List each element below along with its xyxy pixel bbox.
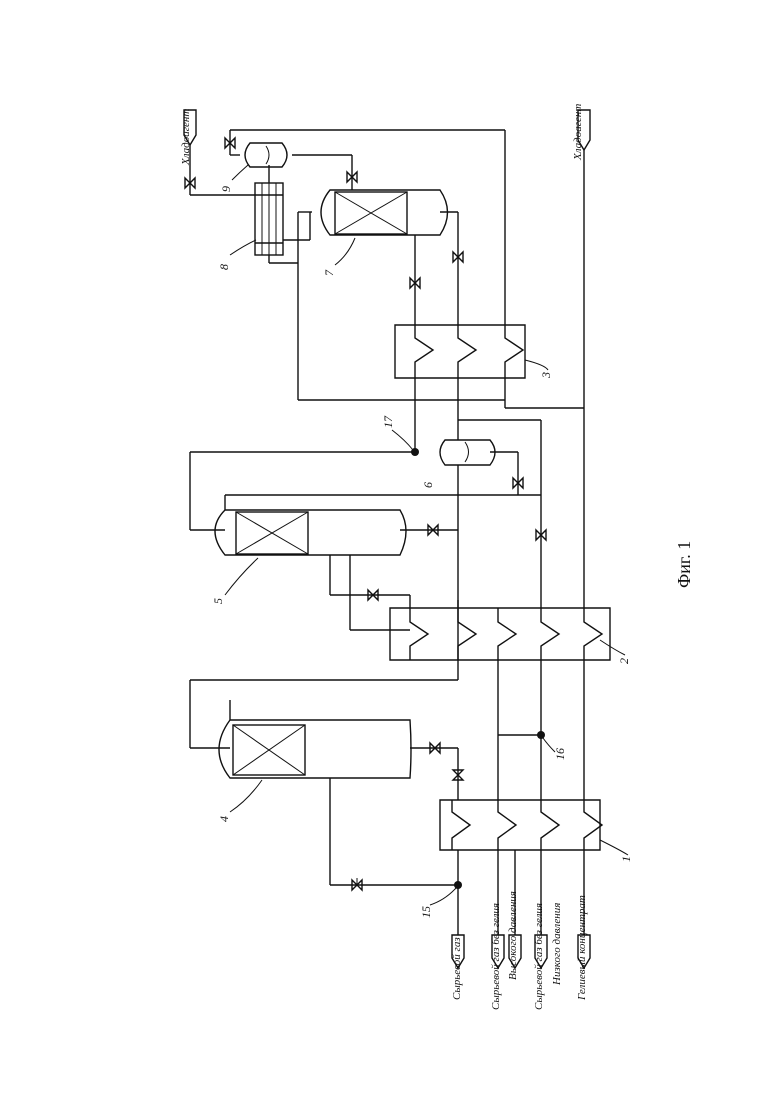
label-16: 16 (553, 748, 567, 760)
valve-icon (352, 878, 362, 890)
node-16 (537, 731, 545, 739)
label-raw-gas-no-helium-2: Сырьевой газ без гелия (533, 903, 545, 1010)
separator-9 (230, 130, 505, 325)
label-3: 3 (539, 372, 553, 379)
label-raw-gas-in: Сырьевой газ (451, 937, 463, 1000)
leader-lines (225, 165, 628, 905)
column-4 (190, 600, 458, 885)
label-raw-gas-no-helium: Сырьевой газ без гелия (490, 903, 502, 1010)
equipment-labels: 1 2 3 4 5 6 7 8 9 15 16 17 (211, 186, 633, 918)
condenser-8 (190, 160, 310, 263)
label-5: 5 (211, 598, 225, 604)
label-9: 9 (219, 186, 233, 192)
label-4: 4 (217, 816, 231, 822)
label-high-pressure: Высокого давления (507, 891, 519, 980)
label-15: 15 (419, 906, 433, 918)
figure-caption: Фиг. 1 (674, 541, 694, 588)
label-refrigerant-right: Хладоагент (572, 104, 584, 161)
label-17: 17 (381, 415, 395, 428)
label-refrigerant-top: Хладоагент (180, 109, 192, 166)
column-5 (190, 452, 541, 630)
label-7: 7 (322, 269, 336, 276)
nodes (411, 448, 545, 889)
heat-exchanger-1 (440, 800, 602, 895)
stream-arrows-left (452, 868, 590, 968)
label-helium-concentrate: Гелиевый концентрат (576, 895, 588, 1001)
label-low-pressure: Низкого давления (551, 903, 563, 986)
heat-exchanger-2 (390, 608, 610, 800)
label-8: 8 (217, 264, 231, 270)
column-7 (298, 165, 458, 400)
stream-labels: Сырьевой газ Сырьевой газ без гелия Высо… (180, 104, 588, 1010)
label-1: 1 (619, 856, 633, 862)
label-2: 2 (617, 658, 631, 664)
label-6: 6 (421, 482, 435, 488)
node-15 (454, 881, 462, 889)
